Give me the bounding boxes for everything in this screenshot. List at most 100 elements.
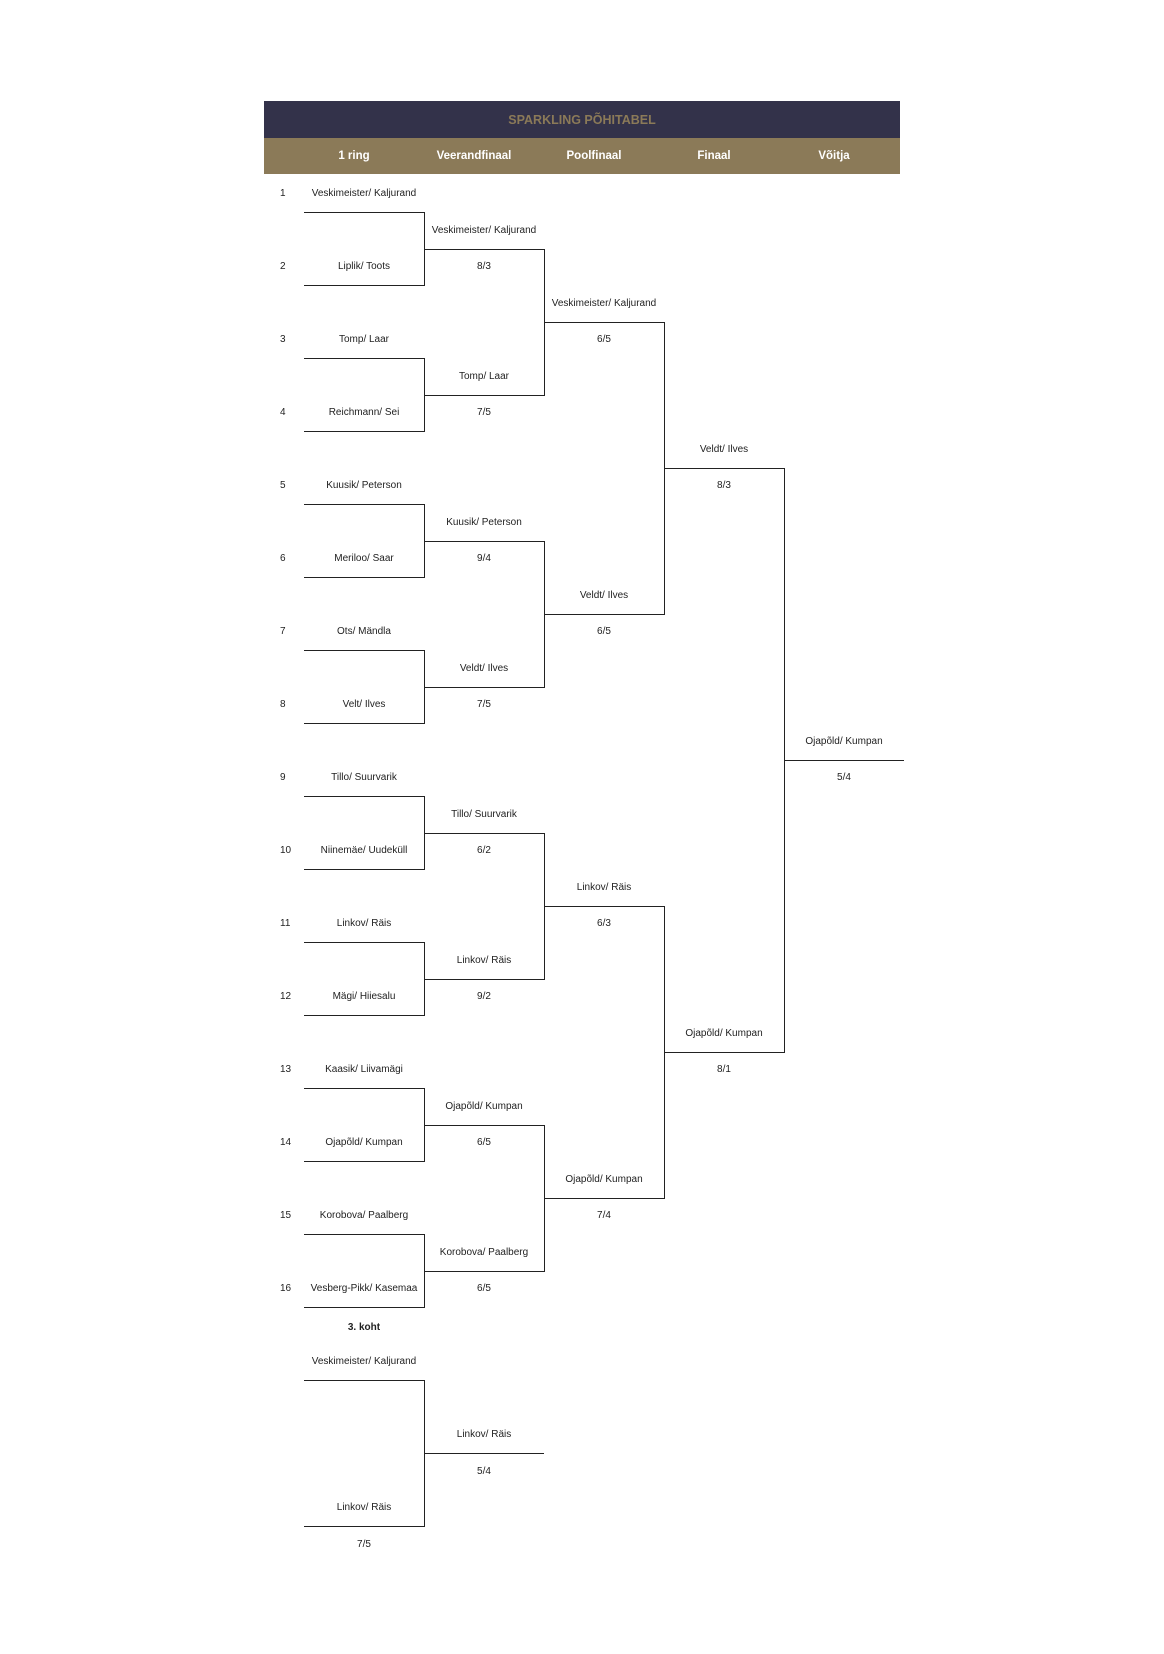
seed-number: 10	[280, 845, 292, 856]
round1-line	[304, 723, 424, 724]
semifinal-score: 6/3	[597, 918, 611, 929]
seed-number: 11	[280, 918, 291, 929]
round1-line	[304, 212, 424, 213]
semifinal-team: Ojapõld/ Kumpan	[565, 1173, 643, 1185]
round1-team: Liplik/ Toots	[337, 261, 391, 272]
round1-line	[304, 1015, 424, 1016]
third-place-line	[304, 1526, 424, 1527]
round1-line	[304, 577, 424, 578]
round1-team: Velt/ Ilves	[342, 699, 386, 710]
quarterfinal-team: Tomp/ Laar	[458, 370, 510, 382]
quarterfinal-score: 9/2	[477, 991, 491, 1002]
seed-number: 4	[280, 407, 286, 418]
round1-line	[304, 431, 424, 432]
round1-line	[304, 1234, 424, 1235]
semifinal-team: Veskimeister/ Kaljurand	[551, 297, 657, 309]
quarterfinal-line	[424, 1125, 544, 1126]
round1-team: Meriloo/ Saar	[334, 553, 394, 564]
seed-number: 5	[280, 480, 286, 491]
final-line	[664, 468, 784, 469]
third-place-heading: 3. koht	[347, 1321, 381, 1333]
round1-team: Korobova/ Paalberg	[319, 1210, 409, 1221]
quarterfinal-team: Ojapõld/ Kumpan	[445, 1100, 523, 1112]
seed-number: 15	[280, 1210, 292, 1221]
quarterfinal-score: 8/3	[477, 261, 491, 272]
seed-number: 6	[280, 553, 286, 564]
semifinal-score: 6/5	[597, 334, 611, 345]
round1-line	[304, 942, 424, 943]
final-score: 8/3	[717, 480, 731, 491]
round1-line	[304, 1088, 424, 1089]
semifinal-line	[544, 906, 664, 907]
winner-score: 5/4	[837, 772, 851, 783]
round1-team: Ojapõld/ Kumpan	[325, 1137, 403, 1148]
quarterfinal-line	[424, 979, 544, 980]
semifinal-score: 6/5	[597, 626, 611, 637]
third-place-score: 7/5	[357, 1538, 371, 1550]
quarterfinal-team: Veldt/ Ilves	[459, 662, 509, 674]
round-header-bar: 1 ring Veerandfinaal Poolfinaal Finaal V…	[264, 138, 900, 174]
seed-number: 1	[280, 188, 286, 199]
semifinal-line	[544, 1198, 664, 1199]
round1-line	[304, 869, 424, 870]
round1-team: Linkov/ Räis	[336, 918, 392, 929]
quarterfinal-score: 6/5	[477, 1137, 491, 1148]
round1-line	[304, 796, 424, 797]
quarterfinal-team: Tillo/ Suurvarik	[451, 808, 517, 820]
quarterfinal-team: Veskimeister/ Kaljurand	[431, 224, 537, 236]
round1-line	[304, 358, 424, 359]
column-header-quarterfinal: Veerandfinaal	[436, 150, 512, 162]
round1-team: Mägi/ Hiiesalu	[332, 991, 396, 1002]
quarterfinal-team: Korobova/ Paalberg	[439, 1246, 529, 1258]
quarterfinal-score: 9/4	[477, 553, 491, 564]
quarterfinal-score: 6/5	[477, 1283, 491, 1294]
round1-team: Niinemäe/ Uudeküll	[320, 845, 408, 856]
final-score: 8/1	[717, 1064, 731, 1075]
round1-line	[304, 1161, 424, 1162]
seed-number: 7	[280, 626, 286, 637]
third-place-winner-team: Linkov/ Räis	[456, 1429, 512, 1440]
semifinal-team: Linkov/ Räis	[576, 881, 632, 893]
seed-number: 16	[280, 1283, 292, 1294]
round1-team: Reichmann/ Sei	[328, 407, 400, 418]
round1-team: Tomp/ Laar	[338, 334, 390, 345]
round1-team: Kuusik/ Peterson	[326, 480, 402, 491]
round1-team: Veskimeister/ Kaljurand	[311, 188, 417, 199]
quarterfinal-line	[424, 833, 544, 834]
quarterfinal-score: 7/5	[477, 407, 491, 418]
seed-number: 8	[280, 699, 286, 710]
third-place-line	[304, 1380, 424, 1381]
quarterfinal-line	[424, 687, 544, 688]
seed-number: 14	[280, 1137, 292, 1148]
round1-line	[304, 285, 424, 286]
winner-team: Ojapõld/ Kumpan	[805, 735, 883, 747]
round1-line	[304, 504, 424, 505]
seed-number: 3	[280, 334, 286, 345]
quarterfinal-line	[424, 541, 544, 542]
third-place-winner-line	[424, 1453, 544, 1454]
page-title: SPARKLING PÕHITABEL	[264, 101, 900, 138]
round1-team: Tillo/ Suurvarik	[331, 772, 397, 783]
quarterfinal-score: 7/5	[477, 699, 491, 710]
quarterfinal-team: Linkov/ Räis	[456, 954, 512, 966]
quarterfinal-score: 6/2	[477, 845, 491, 856]
quarterfinal-line	[424, 249, 544, 250]
column-header-semifinal: Poolfinaal	[566, 150, 622, 162]
quarterfinal-line	[424, 395, 544, 396]
seed-number: 13	[280, 1064, 292, 1075]
final-team: Ojapõld/ Kumpan	[685, 1027, 763, 1039]
seed-number: 12	[280, 991, 292, 1002]
final-line	[664, 1052, 784, 1053]
column-header-final: Finaal	[697, 150, 731, 162]
semifinal-line	[544, 322, 664, 323]
round1-line	[304, 650, 424, 651]
seed-number: 9	[280, 772, 286, 783]
semifinal-score: 7/4	[597, 1210, 611, 1221]
third-place-team: Veskimeister/ Kaljurand	[311, 1356, 417, 1367]
column-header-round1: 1 ring	[338, 150, 370, 162]
winner-line	[784, 760, 904, 761]
column-header-winner: Võitja	[818, 150, 850, 162]
third-place-winner-score: 5/4	[477, 1465, 491, 1477]
semifinal-line	[544, 614, 664, 615]
semifinal-team: Veldt/ Ilves	[579, 589, 629, 601]
